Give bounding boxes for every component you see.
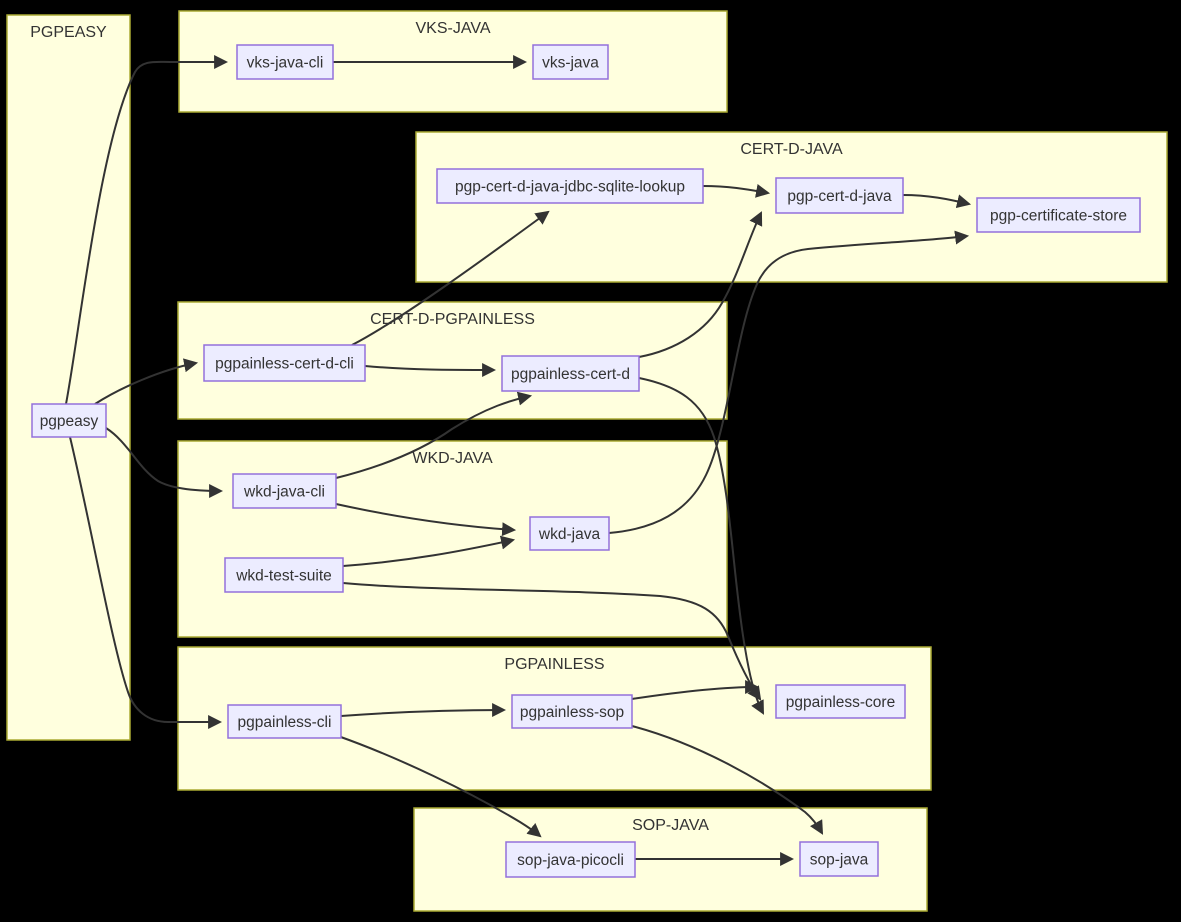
node-pgpainless-sop-box (511, 694, 633, 729)
cluster-pgpeasy-group-label: PGPEASY (30, 24, 107, 41)
cluster-cert-d-pgpainless-group-label: CERT-D-PGPAINLESS (370, 311, 535, 328)
node-sop-java: sop-java (799, 841, 879, 877)
node-pgpainless-cli-label: pgpainless-cli (238, 714, 332, 731)
cluster-sop-java-group-label: SOP-JAVA (632, 817, 709, 834)
edge-wkd-java-cli-to-wkd-java (335, 503, 517, 537)
node-sop-java-box (799, 841, 879, 877)
cluster-pgpainless-group-label: PGPAINLESS (504, 656, 604, 673)
node-pgpainless-cert-d: pgpainless-cert-d (501, 355, 640, 392)
node-vks-java: vks-java (532, 44, 609, 80)
node-sop-java-label: sop-java (810, 852, 869, 869)
node-wkd-java-cli-label: wkd-java-cli (243, 484, 325, 501)
node-pgpainless-core-box (775, 684, 906, 719)
node-wkd-java-cli-box (232, 473, 337, 509)
node-pgpainless-sop: pgpainless-sop (511, 694, 633, 729)
node-pgpainless-cert-d-box (501, 355, 640, 392)
node-jdbc-sqlite-lookup: pgp-cert-d-java-jdbc-sqlite-lookup (436, 168, 704, 204)
node-pgp-certificate-store: pgp-certificate-store (976, 197, 1141, 233)
node-pgpeasy-box (31, 403, 107, 438)
cluster-wkd-java-group: WKD-JAVA (177, 440, 728, 638)
node-pgpainless-cert-d-label: pgpainless-cert-d (511, 366, 630, 383)
node-pgpainless-cert-d-cli-box (203, 344, 366, 382)
node-wkd-test-suite-box (224, 557, 344, 593)
node-vks-java-label: vks-java (542, 55, 599, 72)
edge-pgpainless-cert-d-cli-to-jdbc-sqlite-lookup (351, 210, 550, 346)
cluster-cert-d-java-group-label: CERT-D-JAVA (740, 141, 843, 158)
node-vks-java-cli-box (236, 44, 334, 80)
node-pgpeasy: pgpeasy (31, 403, 107, 438)
node-pgpeasy-label: pgpeasy (40, 413, 99, 430)
node-wkd-test-suite-label: wkd-test-suite (235, 568, 332, 585)
edge-wkd-java-to-pgp-certificate-store (608, 230, 970, 534)
edge-pgpeasy-to-vks-java-cli (65, 55, 229, 405)
node-sop-java-picocli-box (505, 841, 636, 878)
node-wkd-test-suite: wkd-test-suite (224, 557, 344, 593)
node-pgpainless-cli: pgpainless-cli (227, 704, 342, 739)
edge-jdbc-sqlite-lookup-to-pgp-cert-d-java (702, 183, 771, 198)
node-sop-java-picocli: sop-java-picocli (505, 841, 636, 878)
node-wkd-java: wkd-java (529, 516, 610, 551)
cluster-wkd-java-group-label: WKD-JAVA (412, 450, 493, 467)
edge-pgpainless-sop-to-pgpainless-core (631, 680, 760, 700)
node-vks-java-cli-label: vks-java-cli (247, 55, 324, 72)
cluster-wkd-java-group-box (177, 440, 728, 638)
edge-pgpeasy-to-pgpainless-cert-d-cli (94, 358, 199, 405)
node-pgp-certificate-store-label: pgp-certificate-store (990, 208, 1127, 225)
node-jdbc-sqlite-lookup-label: pgp-cert-d-java-jdbc-sqlite-lookup (455, 179, 685, 196)
edge-pgpeasy-to-wkd-java-cli (105, 427, 224, 498)
node-jdbc-sqlite-lookup-box (436, 168, 704, 204)
node-vks-java-cli: vks-java-cli (236, 44, 334, 80)
edge-pgpainless-cert-d-to-pgp-cert-d-java (638, 211, 763, 358)
edge-wkd-java-cli-to-pgpainless-cert-d (335, 391, 533, 479)
node-pgpainless-cert-d-cli: pgpainless-cert-d-cli (203, 344, 366, 382)
node-wkd-java-cli: wkd-java-cli (232, 473, 337, 509)
edge-pgpeasy-to-pgpainless-cli (69, 436, 223, 729)
edge-pgpainless-cert-d-cli-to-pgpainless-cert-d (364, 362, 497, 377)
node-vks-java-box (532, 44, 609, 80)
node-pgp-cert-d-java-box (775, 177, 904, 214)
node-pgpainless-sop-label: pgpainless-sop (520, 704, 624, 721)
edge-pgpainless-sop-to-sop-java (631, 725, 824, 835)
node-pgpainless-core: pgpainless-core (775, 684, 906, 719)
node-pgpainless-cli-box (227, 704, 342, 739)
edge-pgp-cert-d-java-to-pgp-certificate-store (902, 194, 972, 209)
edge-pgpainless-cert-d-to-pgpainless-core (638, 377, 764, 715)
edge-wkd-test-suite-to-pgpainless-core (342, 582, 762, 701)
node-pgp-cert-d-java-label: pgp-cert-d-java (787, 188, 892, 205)
node-wkd-java-box (529, 516, 610, 551)
node-wkd-java-label: wkd-java (538, 526, 601, 543)
edge-pgpainless-cli-to-sop-java-picocli (337, 735, 542, 838)
node-sop-java-picocli-label: sop-java-picocli (517, 852, 624, 869)
cluster-pgpeasy-group: PGPEASY (6, 14, 131, 741)
node-pgpainless-core-label: pgpainless-core (786, 694, 895, 711)
cluster-vks-java-group-label: VKS-JAVA (416, 20, 491, 37)
node-pgp-cert-d-java: pgp-cert-d-java (775, 177, 904, 214)
node-pgp-certificate-store-box (976, 197, 1141, 233)
node-pgpainless-cert-d-cli-label: pgpainless-cert-d-cli (215, 356, 354, 373)
edge-pgpainless-cli-to-pgpainless-sop (340, 703, 507, 718)
edge-wkd-test-suite-to-wkd-java (342, 535, 516, 567)
